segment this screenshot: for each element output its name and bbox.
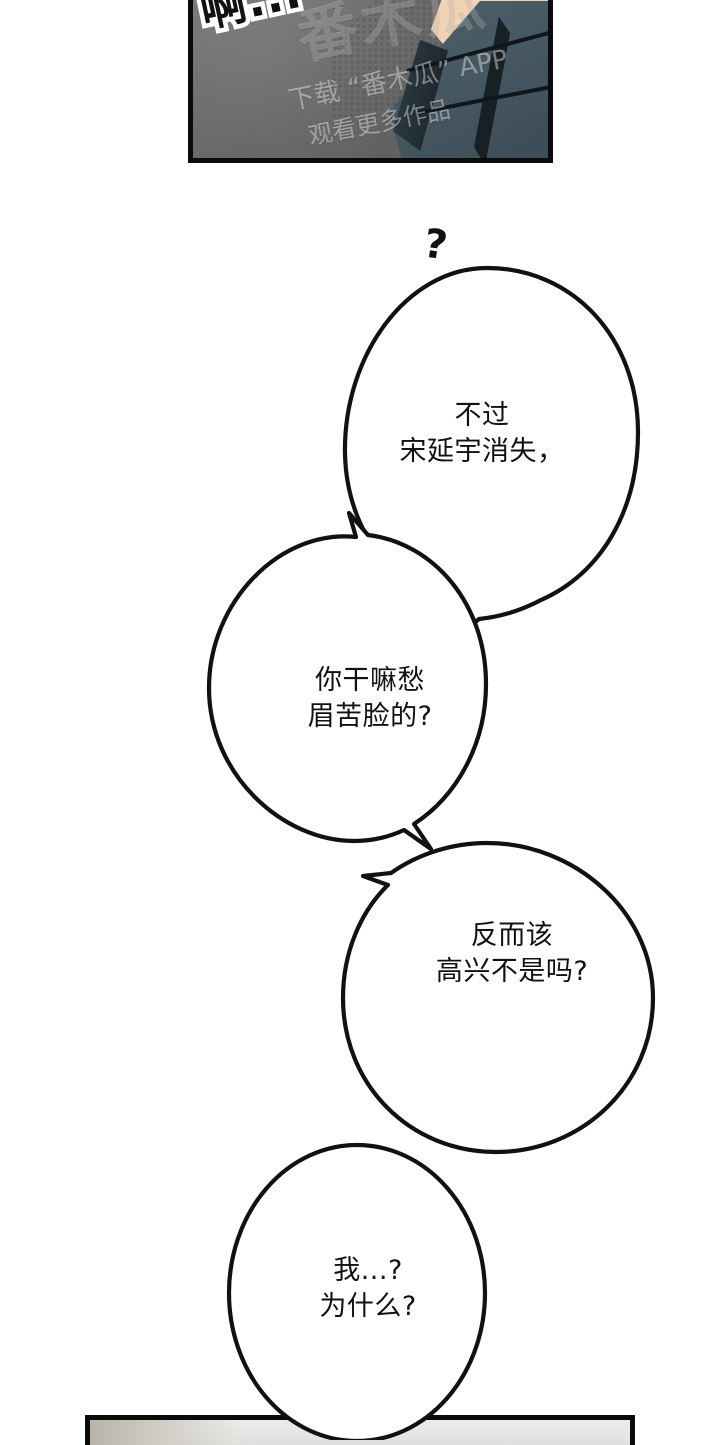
panel-bottom-artwork (90, 1420, 630, 1445)
speech-bubble-3-shape (340, 840, 656, 1155)
question-mark-annotation: ? (420, 220, 451, 270)
floor-shadow (90, 1420, 240, 1445)
panel-top-artwork: 啊... 番木瓜 下载 “番木瓜” APP 观看更多作品 (193, 0, 548, 158)
speech-bubble-4-text: 我...? 为什么? (319, 1255, 417, 1323)
speech-bubble-3-text: 反而该 高兴不是吗? (435, 920, 589, 988)
speech-bubble-2-text: 你干嘛愁 眉苦脸的? (307, 665, 433, 733)
comic-panel-bottom (85, 1415, 635, 1445)
comic-panel-top: 啊... 番木瓜 下载 “番木瓜” APP 观看更多作品 (188, 0, 553, 163)
speech-bubble-1-text: 不过 宋延宇消失， (399, 400, 565, 468)
